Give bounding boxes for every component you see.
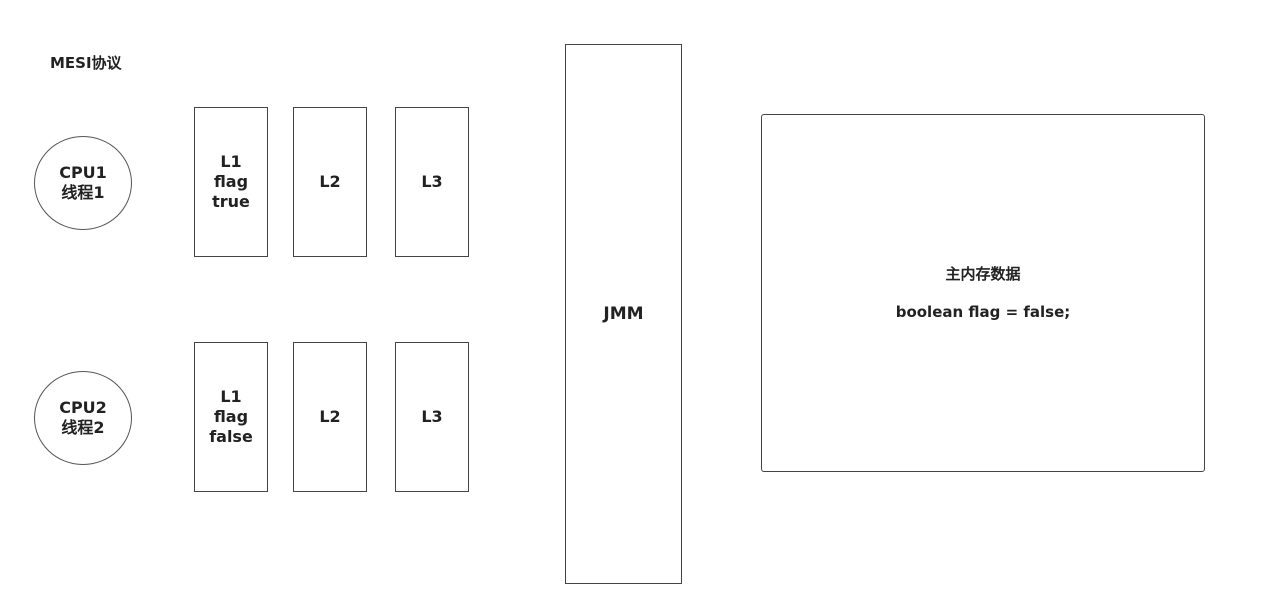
cpu2-l1-cache: L1 flag false (194, 342, 268, 492)
cpu1-node: CPU1 线程1 (34, 136, 132, 230)
cpu1-thread: 线程1 (61, 183, 105, 202)
jmm-box: JMM (565, 44, 682, 584)
cpu2-name: CPU2 (59, 398, 107, 417)
cache-label: L2 (319, 407, 341, 426)
cache-label: L3 (421, 172, 443, 191)
cache-label: L1 (220, 152, 242, 171)
cpu2-l2-cache: L2 (293, 342, 367, 492)
cache-value: false (209, 427, 253, 446)
cache-var: flag (213, 172, 249, 191)
cpu2-node: CPU2 线程2 (34, 371, 132, 465)
cpu1-name: CPU1 (59, 163, 107, 182)
cpu1-l2-cache: L2 (293, 107, 367, 257)
cache-label: L2 (319, 172, 341, 191)
cpu1-l1-cache: L1 flag true (194, 107, 268, 257)
main-memory-box: 主内存数据 boolean flag = false; (761, 114, 1205, 472)
cpu2-thread: 线程2 (61, 418, 105, 437)
jmm-label: JMM (603, 304, 644, 324)
cache-label: L1 (220, 387, 242, 406)
cpu1-l3-cache: L3 (395, 107, 469, 257)
cache-var: flag (213, 407, 249, 426)
cache-value: true (212, 192, 250, 211)
main-memory-title: 主内存数据 (945, 265, 1021, 283)
main-memory-code: boolean flag = false; (895, 303, 1071, 321)
cache-label: L3 (421, 407, 443, 426)
diagram-title: MESI协议 (50, 54, 122, 72)
cpu2-l3-cache: L3 (395, 342, 469, 492)
